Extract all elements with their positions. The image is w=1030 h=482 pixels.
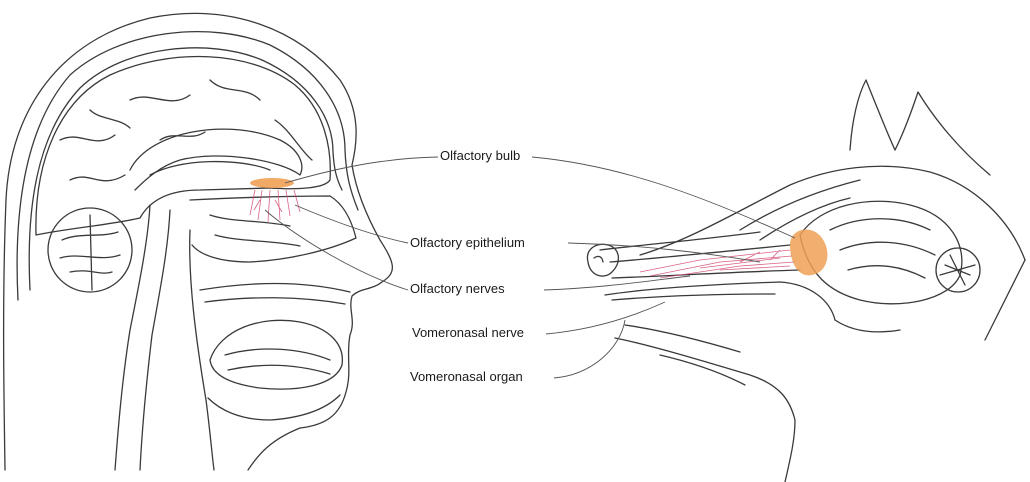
leader-olfactory-bulb-dog bbox=[532, 157, 795, 238]
label-olfactory-nerves: Olfactory nerves bbox=[408, 281, 507, 297]
human-nasal-cavity bbox=[190, 196, 356, 262]
human-head-outline bbox=[4, 13, 393, 470]
dog-palate bbox=[605, 282, 835, 320]
human-olfactory-nerves bbox=[250, 190, 300, 222]
label-olfactory-epithelium: Olfactory epithelium bbox=[408, 235, 527, 251]
dog-head-outline bbox=[640, 166, 1025, 260]
label-vomeronasal-nerve: Vomeronasal nerve bbox=[410, 325, 526, 341]
human-brainstem bbox=[115, 205, 150, 470]
dog-ear-left bbox=[850, 80, 895, 150]
human-olfactory-bulb bbox=[250, 178, 294, 188]
dog-lower-jaw bbox=[615, 338, 795, 482]
dog-head-illustration bbox=[587, 80, 1025, 482]
label-olfactory-bulb: Olfactory bulb bbox=[438, 148, 522, 164]
human-skull bbox=[17, 32, 358, 300]
leader-olfactory-bulb-human bbox=[285, 157, 438, 183]
human-head-illustration bbox=[4, 13, 393, 470]
dog-nasal-cavity bbox=[610, 245, 800, 278]
dog-ear-right bbox=[895, 92, 990, 175]
human-tongue bbox=[210, 320, 342, 389]
human-brain bbox=[36, 57, 330, 235]
dog-olfactory-bulb bbox=[790, 230, 827, 276]
label-vomeronasal-organ: Vomeronasal organ bbox=[408, 369, 525, 385]
leader-vomeronasal-organ bbox=[554, 320, 625, 378]
